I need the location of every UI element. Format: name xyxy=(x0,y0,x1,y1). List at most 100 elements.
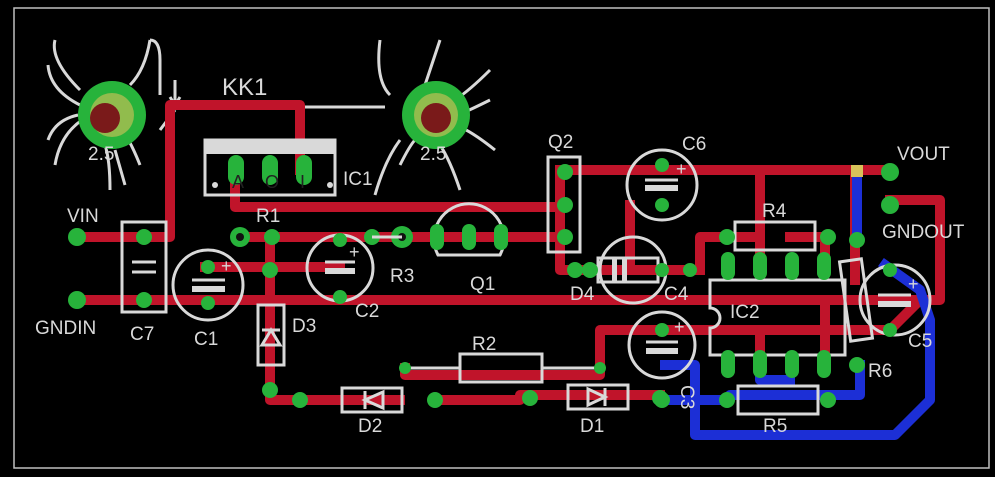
c5-capacitor: + xyxy=(858,263,932,337)
r3-label: R3 xyxy=(390,266,414,287)
heatsink-pad-right[interactable] xyxy=(402,81,470,149)
ic2-label: IC2 xyxy=(730,302,760,323)
r5-label: R5 xyxy=(763,416,787,437)
ic1-label: IC1 xyxy=(343,169,373,190)
r5-pad-1[interactable] xyxy=(719,392,735,408)
d3-diode xyxy=(256,303,286,367)
q1-pad-3[interactable] xyxy=(494,224,508,250)
svg-text:+: + xyxy=(674,317,685,337)
r6-pad-2[interactable] xyxy=(849,357,865,373)
heatsink-pad-left[interactable] xyxy=(78,81,146,149)
ic2-pin-7[interactable] xyxy=(785,350,799,378)
c2-pad-2[interactable] xyxy=(333,290,347,304)
d4-label: D4 xyxy=(570,284,595,305)
vout-pad-square[interactable] xyxy=(851,165,863,177)
d3-label: D3 xyxy=(292,316,316,337)
c4-pad-1[interactable] xyxy=(655,263,669,277)
d1-label: D1 xyxy=(580,416,604,437)
q2-pad-1[interactable] xyxy=(557,164,573,180)
r4-pad-1[interactable] xyxy=(719,229,735,245)
ic2-pin-5[interactable] xyxy=(721,350,735,378)
c7-pad-1[interactable] xyxy=(136,229,152,245)
r1-label: R1 xyxy=(256,206,280,227)
ic2-pin-8[interactable] xyxy=(817,350,831,378)
c1-pad-2[interactable] xyxy=(201,296,215,310)
q1-pad-1[interactable] xyxy=(430,224,444,250)
ic1-pin-o: O xyxy=(265,172,279,192)
c3-capacitor: + xyxy=(627,310,697,380)
c7-pad-2[interactable] xyxy=(136,292,152,308)
d2-pad-2[interactable] xyxy=(427,392,443,408)
ic1-pad-o[interactable] xyxy=(262,155,278,185)
ic2-pin-1[interactable] xyxy=(721,252,735,280)
kk1-label: KK1 xyxy=(222,74,267,101)
ic1-pin-i: I xyxy=(300,172,305,192)
d3-pad-1[interactable] xyxy=(262,262,278,278)
svg-text:+: + xyxy=(908,274,919,294)
d2-diode xyxy=(340,386,404,414)
r1-pad-2[interactable] xyxy=(264,229,280,245)
q1-pad-2[interactable] xyxy=(462,224,476,250)
c1-pad-1[interactable] xyxy=(201,260,215,274)
q2-pad-2[interactable] xyxy=(557,197,573,213)
heatsink-left-value: 2.5 xyxy=(88,144,114,165)
c6-pad-2[interactable] xyxy=(655,198,669,212)
c6-capacitor: + xyxy=(625,148,699,222)
board-outline xyxy=(13,7,990,469)
c4-label: C4 xyxy=(664,284,689,305)
ic2-pin-6[interactable] xyxy=(753,350,767,378)
r6-label: R6 xyxy=(868,361,892,382)
ic2-pin-2[interactable] xyxy=(753,252,767,280)
c5-label: C5 xyxy=(908,331,932,352)
d4-pad-1[interactable] xyxy=(567,262,583,278)
r4-resistor xyxy=(733,220,817,252)
vin-label: VIN xyxy=(67,206,99,227)
svg-text:+: + xyxy=(221,256,232,276)
q2-transistor xyxy=(546,155,582,254)
d1-pad-1[interactable] xyxy=(522,390,538,406)
c1-capacitor: + xyxy=(171,248,245,322)
r2-label: R2 xyxy=(472,334,496,355)
d3-pad-2[interactable] xyxy=(262,382,278,398)
ic2-pin-4[interactable] xyxy=(817,252,831,280)
d1-pad-2[interactable] xyxy=(652,390,668,406)
c6-pad-1[interactable] xyxy=(655,158,669,172)
c4-pad-2[interactable] xyxy=(683,263,697,277)
c5-pad-1[interactable] xyxy=(883,263,897,277)
c1-label: C1 xyxy=(194,329,218,350)
r6-resistor xyxy=(837,257,875,343)
ic1-pad-i[interactable] xyxy=(296,155,312,185)
c7-label: C7 xyxy=(130,324,154,345)
ic2-chip xyxy=(708,278,847,357)
c6-label: C6 xyxy=(682,134,706,155)
ic1-pad-a[interactable] xyxy=(228,155,244,185)
c3-pad-1[interactable] xyxy=(655,323,669,337)
ic2-pin-3[interactable] xyxy=(785,252,799,280)
d1-diode xyxy=(566,383,630,411)
gndout-label: GNDOUT xyxy=(882,222,965,243)
vout-pad[interactable] xyxy=(881,163,899,181)
r6-pad-1[interactable] xyxy=(849,232,865,248)
q2-label: Q2 xyxy=(548,132,573,153)
d2-label: D2 xyxy=(358,416,382,437)
svg-text:+: + xyxy=(676,159,687,179)
c7-capacitor xyxy=(120,220,168,314)
d4-pad-2[interactable] xyxy=(582,262,598,278)
gndin-pad[interactable] xyxy=(68,291,86,309)
svg-text:+: + xyxy=(349,242,360,262)
r4-label: R4 xyxy=(762,201,787,222)
vin-pad[interactable] xyxy=(68,228,86,246)
c5-pad-2[interactable] xyxy=(883,323,897,337)
r2-pad-2[interactable] xyxy=(594,362,606,374)
vout-label: VOUT xyxy=(897,144,950,165)
r4-pad-2[interactable] xyxy=(820,229,836,245)
d2-pad-1[interactable] xyxy=(292,392,308,408)
q2-pad-3[interactable] xyxy=(557,229,573,245)
c2-label: C2 xyxy=(355,301,379,322)
r5-pad-2[interactable] xyxy=(820,392,836,408)
gndout-pad[interactable] xyxy=(881,196,899,214)
r2-pad-1[interactable] xyxy=(399,362,411,374)
gndin-label: GNDIN xyxy=(35,318,96,339)
c2-pad-1[interactable] xyxy=(333,233,347,247)
